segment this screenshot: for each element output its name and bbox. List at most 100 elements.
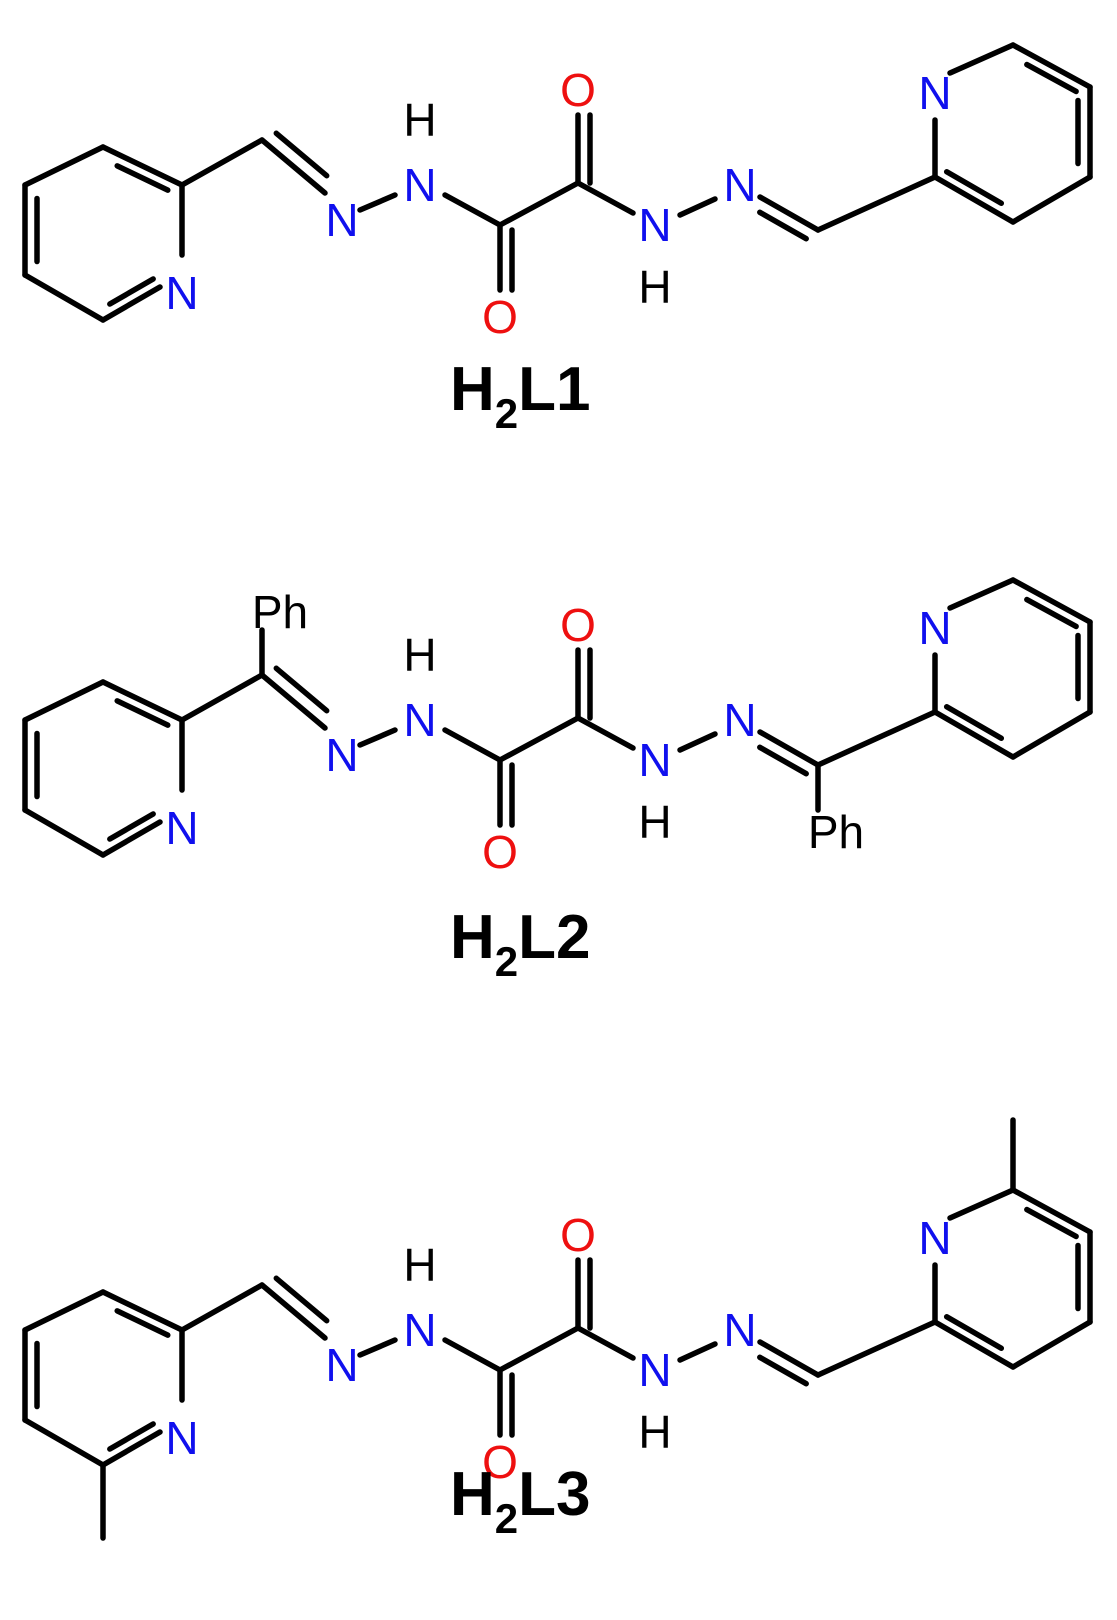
label-subscript: 2 [495, 938, 518, 985]
phenyl-substituent-left: Ph [252, 586, 308, 638]
imine-nitrogen-right: N [723, 159, 756, 211]
pyridine-nitrogen-left: N [165, 267, 198, 319]
ring-bond [947, 42, 1016, 76]
bond [677, 196, 718, 218]
imine-nitrogen-right: N [723, 1304, 756, 1356]
hydrogen-right: H [638, 796, 671, 848]
bond [357, 1337, 398, 1358]
ring-double-bond [107, 811, 156, 842]
ring-double-bond [114, 163, 171, 193]
ring-bond [947, 577, 1016, 611]
bond [357, 192, 398, 213]
bond [815, 174, 938, 233]
ring-double-bond [1024, 596, 1079, 630]
molecule-h2l3-label: H2L3 [450, 1460, 591, 1542]
bond [497, 715, 581, 763]
ring-bond [22, 679, 106, 723]
ring-bond [100, 819, 163, 858]
ring-bond [1010, 1319, 1093, 1370]
label-subscript: 2 [495, 1495, 518, 1542]
bond [677, 1341, 718, 1363]
molecule-h2l1-label: H2L1 [450, 355, 591, 437]
bond [259, 1282, 328, 1341]
imine-double-bond [757, 1354, 809, 1387]
imine-nitrogen-left: N [325, 1339, 358, 1391]
label-suffix: L1 [518, 355, 590, 424]
ring-bond [100, 1429, 163, 1468]
ring-double-bond [1024, 1206, 1079, 1240]
bond [179, 1282, 265, 1333]
imine-nitrogen-left: N [325, 729, 358, 781]
carbonyl-oxygen-upper: O [560, 64, 596, 116]
hydrazide-nitrogen-right: N [638, 199, 671, 251]
bond [442, 727, 503, 763]
hydrogen-left: H [403, 1239, 436, 1291]
bond [575, 1325, 636, 1361]
bond [757, 729, 821, 768]
ring-bond [22, 144, 106, 188]
bond [259, 672, 328, 731]
ring-double-bond [943, 1314, 1005, 1351]
ring-bond [1010, 577, 1093, 625]
ring-bond [100, 284, 163, 323]
carbonyl-oxygen-lower: O [482, 291, 518, 343]
ring-bond [100, 1289, 185, 1333]
label-suffix: L2 [518, 903, 590, 972]
imine-double-bond [273, 1275, 330, 1324]
imine-nitrogen-left: N [325, 194, 358, 246]
hydrazide-nitrogen-left: N [403, 1304, 436, 1356]
ring-bond [100, 679, 185, 723]
label-subscript: 2 [495, 390, 518, 437]
ring-double-bond [107, 1421, 156, 1452]
pyridine-nitrogen-left: N [165, 802, 198, 854]
imine-double-bond [757, 209, 809, 242]
ring-bond [947, 1187, 1016, 1221]
bond [815, 709, 938, 768]
ring-double-bond [114, 698, 171, 728]
hydrazide-nitrogen-right: N [638, 734, 671, 786]
ring-double-bond [943, 704, 1005, 741]
label-suffix: L3 [518, 1460, 590, 1529]
ring-bond [932, 1319, 1016, 1370]
ring-bond [22, 272, 106, 323]
bond [815, 1319, 938, 1378]
bond [442, 1337, 503, 1373]
hydrazide-nitrogen-left: N [403, 159, 436, 211]
ring-bond [1010, 42, 1093, 90]
imine-nitrogen-right: N [723, 694, 756, 746]
carbonyl-oxygen-lower: O [482, 1436, 518, 1488]
bond [575, 180, 636, 216]
hydrogen-left: H [403, 629, 436, 681]
ring-bond [1010, 709, 1093, 760]
bond [677, 731, 718, 753]
bond [497, 1325, 581, 1373]
ring-bond [22, 1289, 106, 1333]
bond [497, 180, 581, 228]
hydrogen-left: H [403, 94, 436, 146]
bond [179, 137, 265, 188]
ring-bond [22, 807, 106, 858]
carbonyl-oxygen-upper: O [560, 599, 596, 651]
ring-double-bond [114, 1308, 171, 1338]
ring-bond [1010, 1187, 1093, 1235]
carbonyl-oxygen-upper: O [560, 1209, 596, 1261]
pyridine-nitrogen-left: N [165, 1412, 198, 1464]
bond [179, 672, 265, 723]
hydrazide-nitrogen-left: N [403, 694, 436, 746]
label-h: H [450, 1460, 495, 1529]
pyridine-nitrogen-right: N [918, 602, 951, 654]
imine-double-bond [273, 665, 330, 714]
carbonyl-oxygen-lower: O [482, 826, 518, 878]
bond [357, 727, 398, 748]
ring-bond [932, 709, 1016, 760]
bond [757, 1339, 821, 1378]
ring-double-bond [1024, 61, 1079, 95]
phenyl-substituent-right: Ph [808, 806, 864, 858]
